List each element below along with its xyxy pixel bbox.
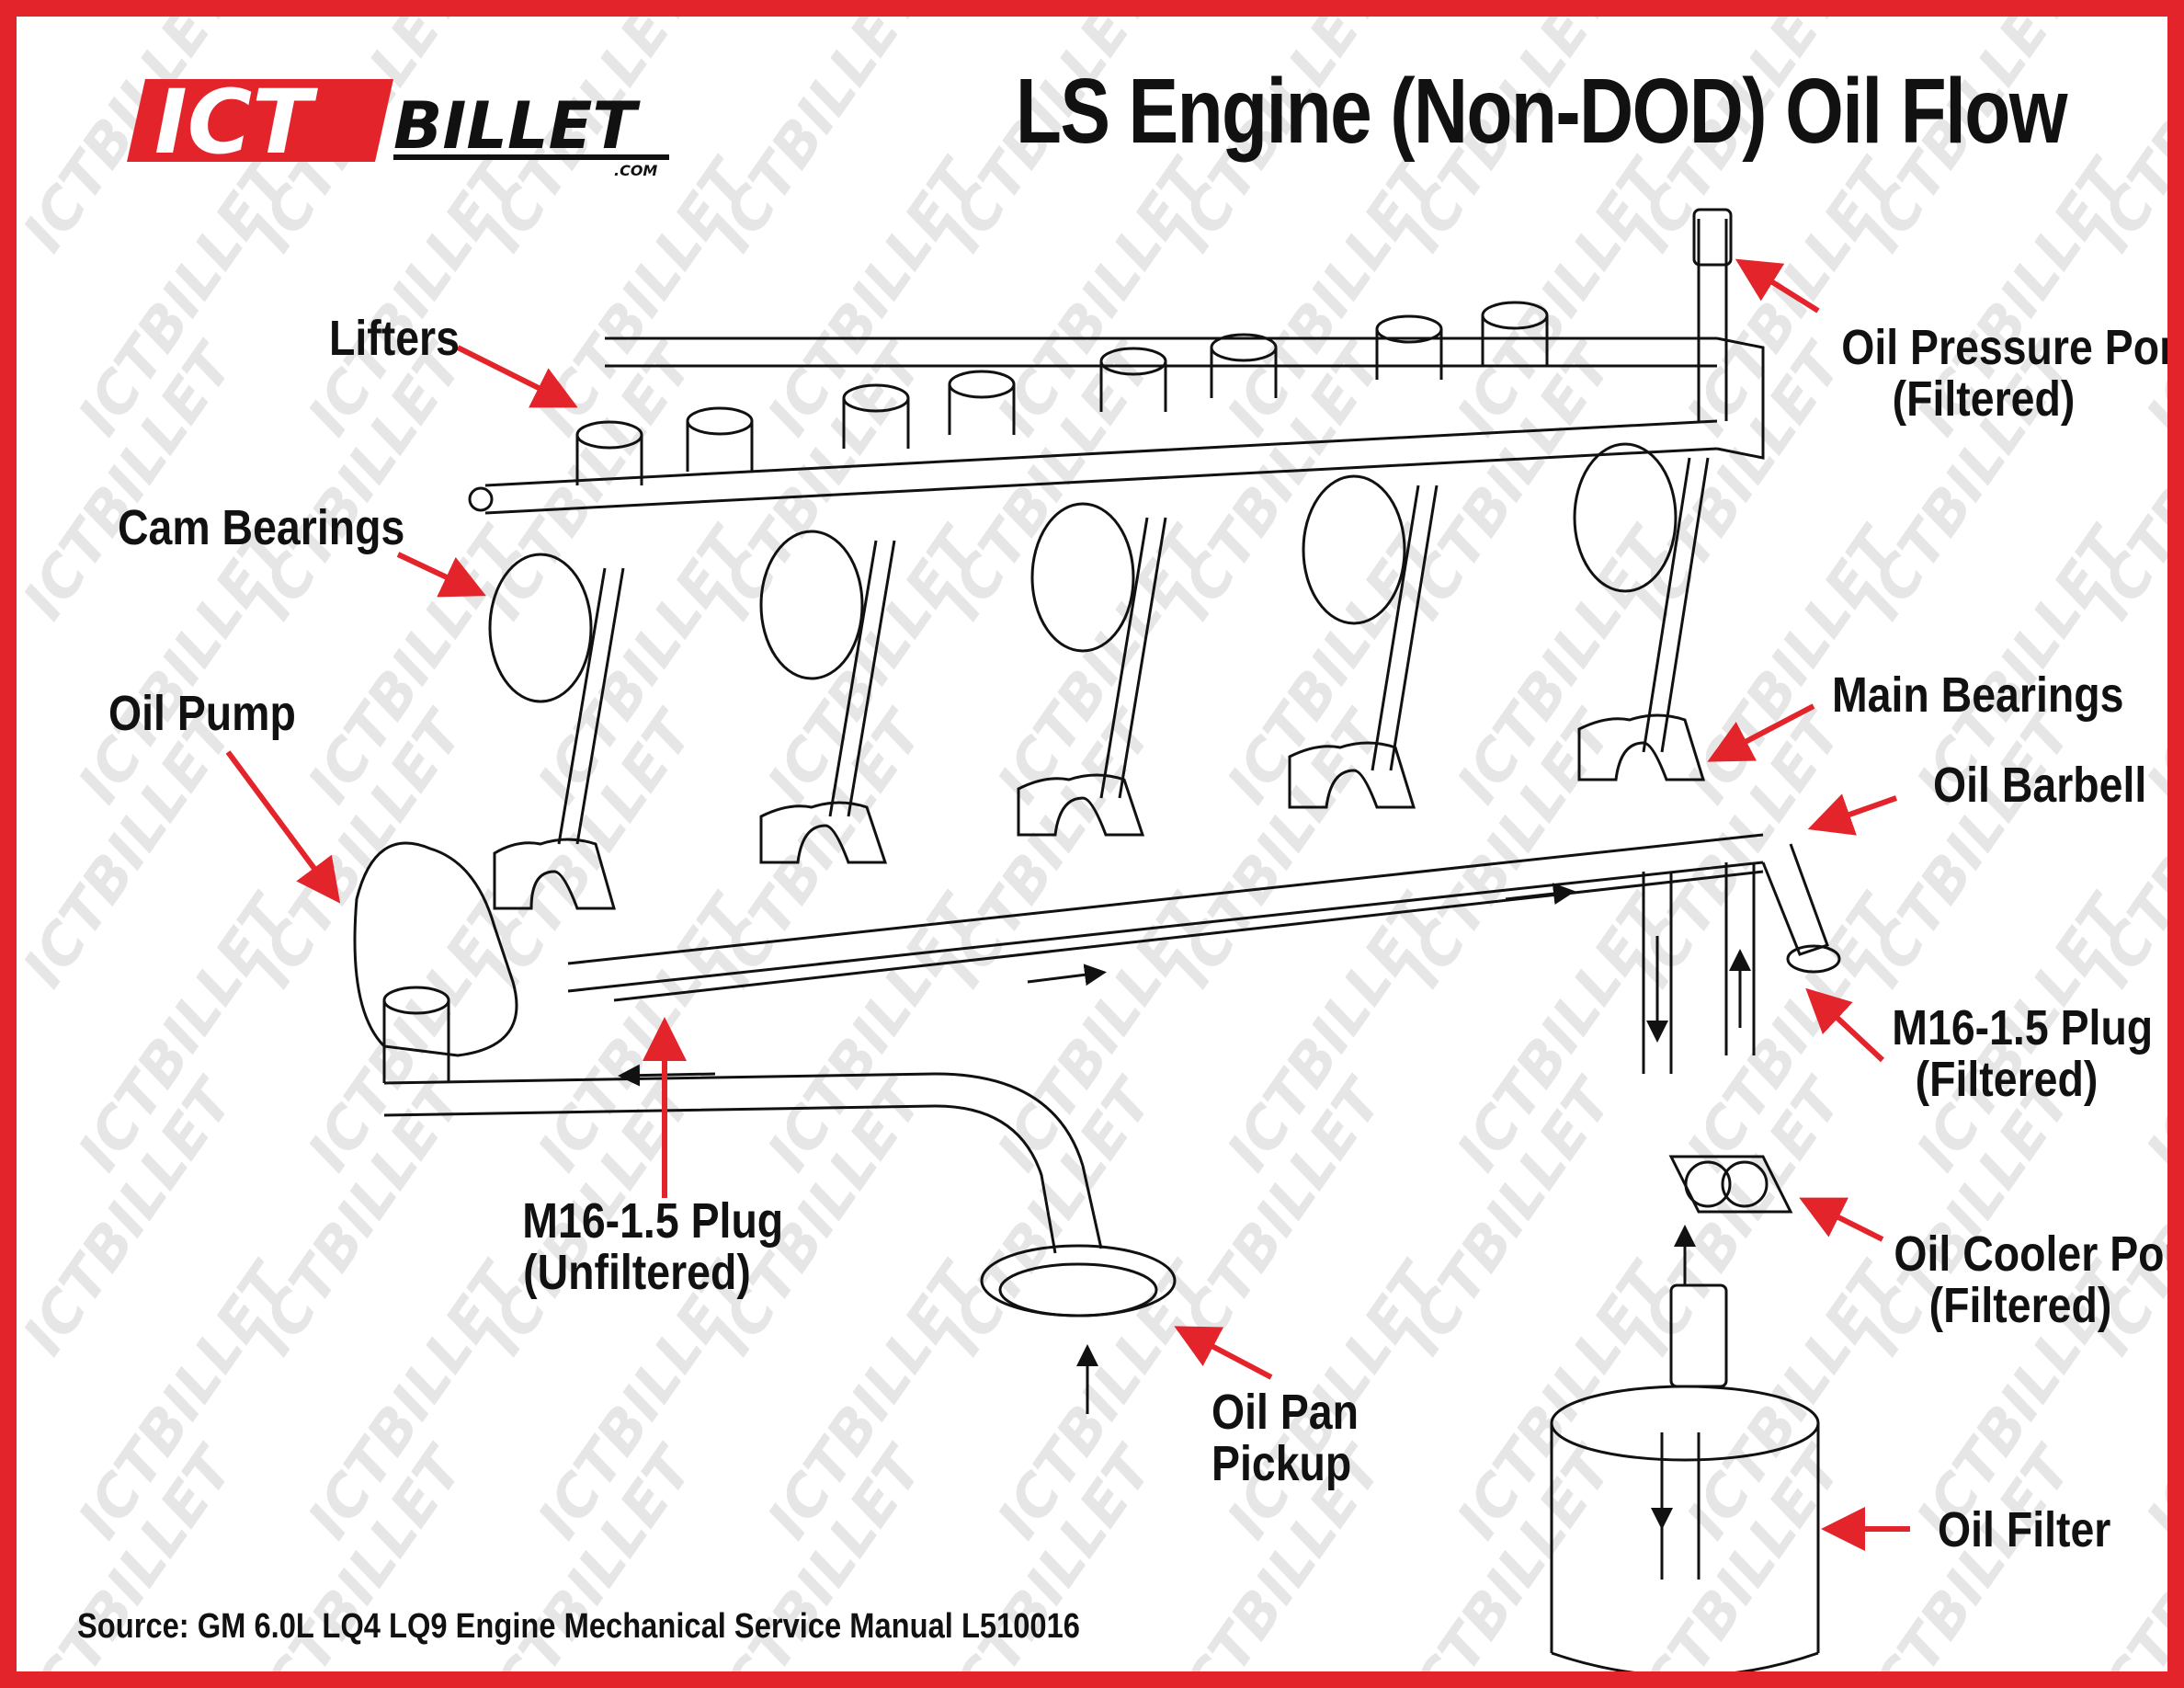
watermark-logo-text: ICTBILLET xyxy=(2077,1432,2184,1688)
callout-arrows xyxy=(225,258,1910,1551)
oil-pressure-port-arrow xyxy=(1735,258,1820,314)
label-main-bearings: Main Bearings xyxy=(1832,667,2124,723)
source-citation: Source: GM 6.0L LQ4 LQ9 Engine Mechanica… xyxy=(77,1607,1080,1646)
engine-line-art xyxy=(353,208,1841,1671)
logo-secondary-text: BILLET xyxy=(393,88,641,164)
label-m16-plug-filtered: M16-1.5 Plug (Filtered) xyxy=(1892,1000,2154,1107)
upper-gallery-rail xyxy=(484,336,1718,515)
label-oil-cooler-port-line1: Oil Cooler Port xyxy=(1894,1226,2184,1282)
label-oil-pan-pickup-line1: Oil Pan xyxy=(1211,1385,1359,1440)
label-oil-cooler-port: Oil Cooler Port (Filtered) xyxy=(1894,1226,2184,1333)
logo-suffix-text: .COM xyxy=(614,162,657,179)
label-oil-pump: Oil Pump xyxy=(108,686,296,741)
gallery-plug xyxy=(468,486,494,512)
label-m16-plug-filtered-line1: M16-1.5 Plug xyxy=(1892,1000,2154,1055)
feed-tube xyxy=(557,567,625,845)
logo-primary-text: ICT xyxy=(154,71,318,174)
oil-pump-housing xyxy=(353,841,518,1057)
label-lifters: Lifters xyxy=(329,311,460,366)
m16-filtered-arrow xyxy=(1805,987,1885,1063)
label-oil-pan-pickup: Oil Pan Pickup xyxy=(1211,1386,1359,1489)
label-m16-plug-unfiltered-line1: M16-1.5 Plug xyxy=(522,1193,784,1249)
upper-gallery-rail-rear xyxy=(1716,336,1765,460)
feed-tube xyxy=(1371,485,1439,771)
flow-arrows xyxy=(618,883,1751,1530)
cam-bearings-arrow xyxy=(396,552,486,598)
ict-billet-logo: ICT BILLET .COM xyxy=(127,71,669,179)
oil-barbell-arrow xyxy=(1807,793,1897,836)
label-oil-cooler-port-line2: (Filtered) xyxy=(1928,1278,2112,1333)
label-m16-plug-unfiltered: M16-1.5 Plug (Unfiltered) xyxy=(522,1193,784,1300)
oil-pressure-column xyxy=(1697,219,1728,421)
label-oil-barbell: Oil Barbell xyxy=(1933,758,2147,813)
feed-tube xyxy=(828,540,896,817)
label-m16-plug-unfiltered-line2: (Unfiltered) xyxy=(523,1245,751,1300)
label-oil-pan-pickup-line2: Pickup xyxy=(1211,1436,1352,1491)
label-m16-plug-filtered-line2: (Filtered) xyxy=(1915,1052,2099,1107)
feed-tube xyxy=(1642,457,1710,753)
page-title: LS Engine (Non-DOD) Oil Flow xyxy=(1016,60,2068,163)
oil-cooler-port-arrow xyxy=(1799,1197,1884,1242)
main-bearings-arrow xyxy=(1707,703,1815,762)
label-oil-filter: Oil Filter xyxy=(1938,1502,2111,1557)
main-bearing-saddles xyxy=(493,713,1706,910)
label-cam-bearings: Cam Bearings xyxy=(118,500,405,555)
lifters-arrow xyxy=(456,345,578,408)
oil-pump-arrow xyxy=(225,750,341,904)
oil-cooler-port xyxy=(1668,1155,1793,1214)
pickup-tube xyxy=(382,1000,1103,1254)
oil-pan-pickup-arrow xyxy=(1174,1326,1273,1380)
lifters xyxy=(575,301,1549,485)
label-oil-pressure-port: Oil Pressure Port (Filtered) xyxy=(1841,320,2184,427)
feed-tube xyxy=(1099,517,1167,799)
label-oil-pressure-port-line1: Oil Pressure Port xyxy=(1841,320,2184,375)
label-oil-pressure-port-line2: (Filtered) xyxy=(1892,371,2076,427)
